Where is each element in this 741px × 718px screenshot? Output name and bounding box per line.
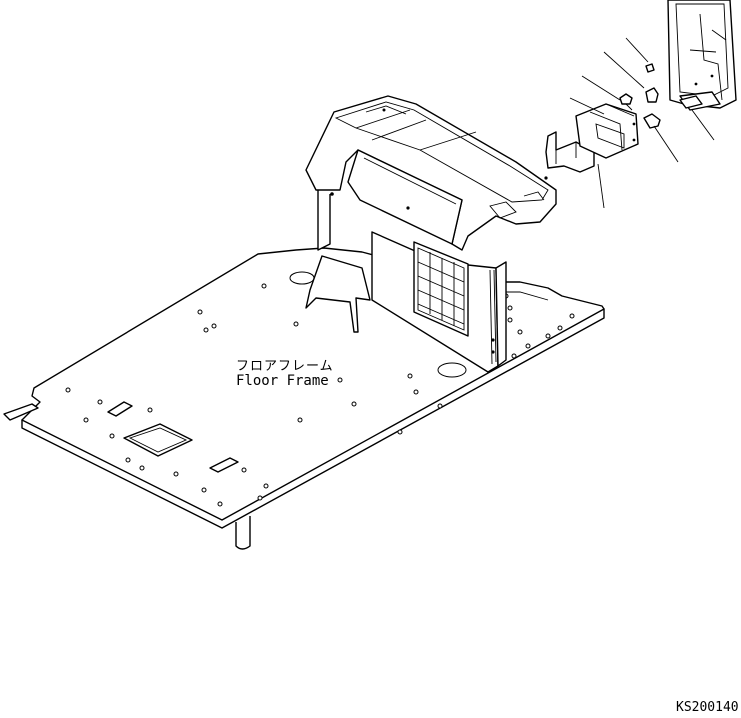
leader-lines (569, 37, 715, 209)
part-name-japanese: フロアフレーム (236, 359, 334, 374)
mounting-holes (65, 283, 575, 507)
drawing-number: KS200140 (676, 700, 739, 715)
louver-grille (413, 241, 469, 337)
floor-frame-plate (3, 247, 605, 550)
exploded-components (545, 0, 737, 173)
part-name-english: Floor Frame (236, 373, 329, 389)
console-housing (305, 95, 557, 373)
